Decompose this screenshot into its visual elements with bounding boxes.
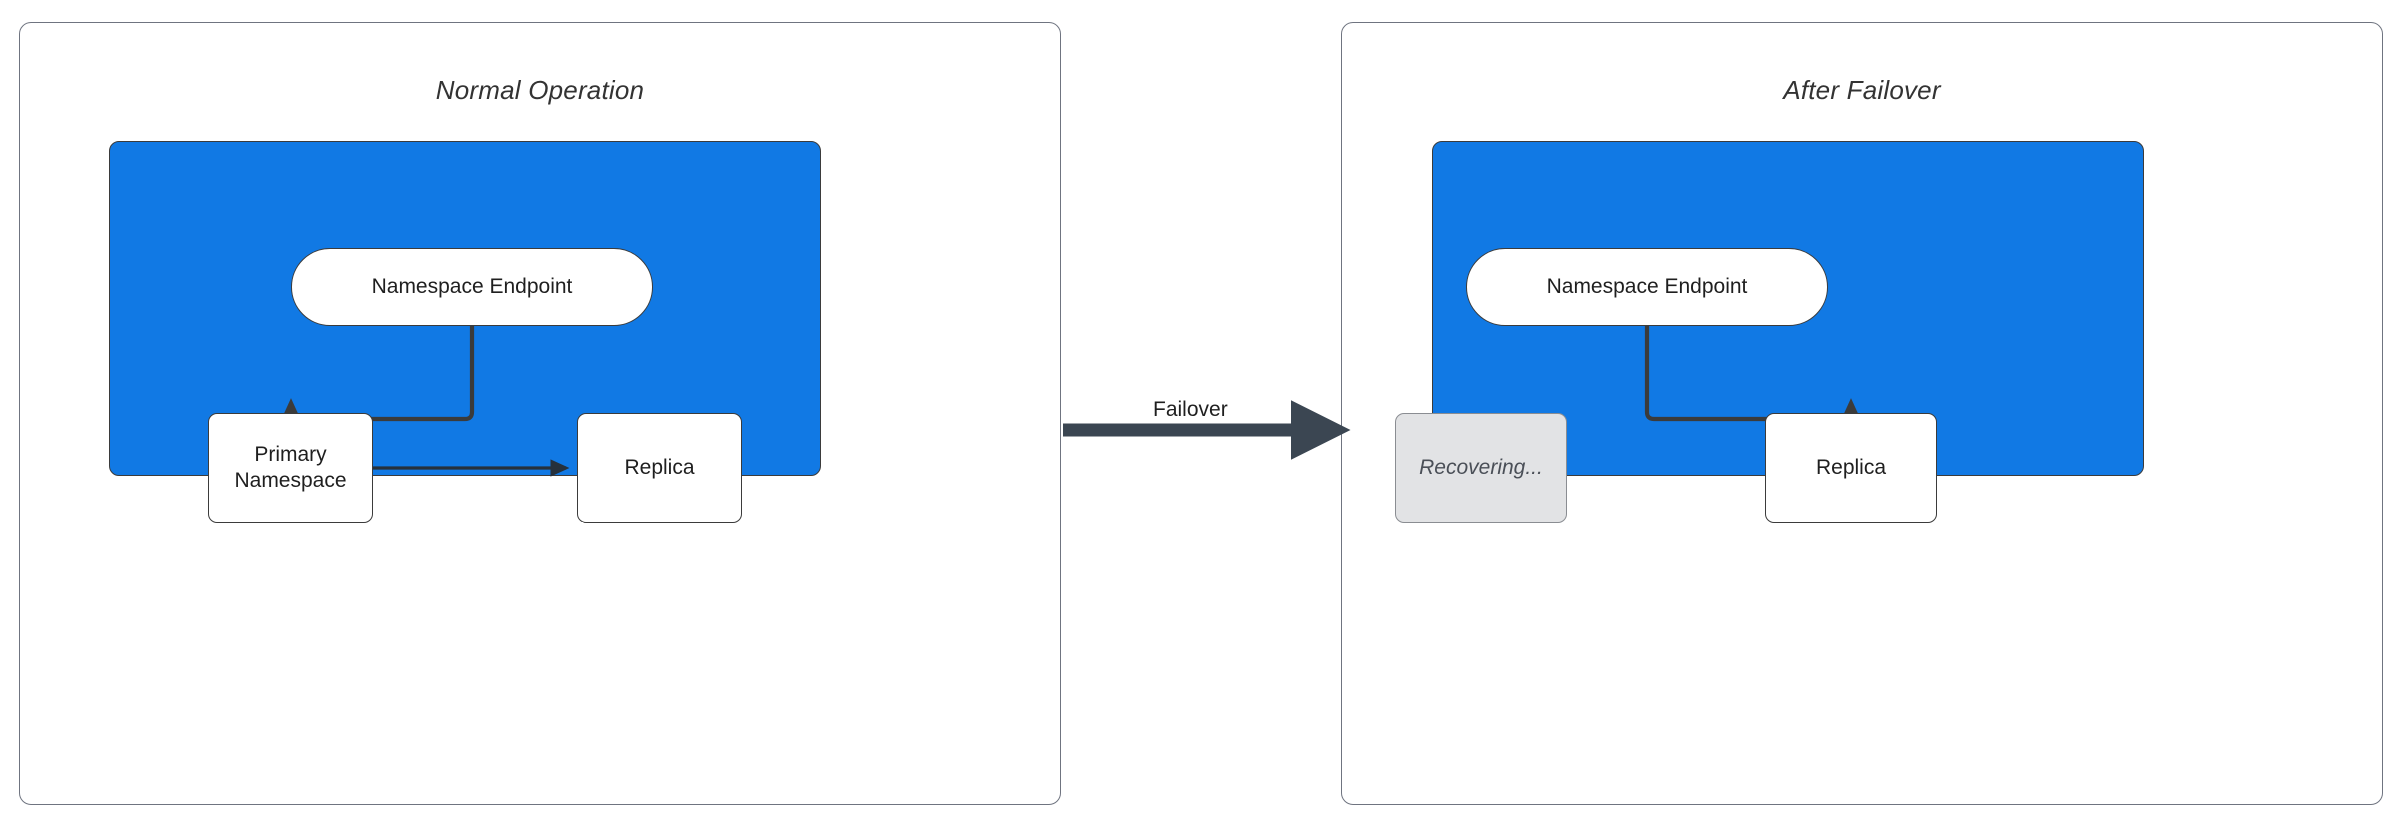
node-label: Primary Namespace: [234, 442, 346, 493]
node-label: Namespace Endpoint: [1546, 275, 1748, 299]
node-label: Replica: [1815, 456, 1887, 480]
node-label: Replica: [624, 456, 695, 480]
node-replica-right[interactable]: Replica: [1765, 413, 1937, 523]
panel-title-after-failover: After Failover: [1783, 75, 1941, 105]
node-label-line1: Primary: [254, 443, 327, 467]
node-primary-namespace[interactable]: Primary Namespace: [208, 413, 373, 523]
panel-title-normal-operation: Normal Operation: [435, 75, 645, 105]
node-label: Recovering...: [1419, 456, 1543, 480]
node-label-line2: Namespace: [234, 469, 347, 492]
edge-label-failover: Failover: [1153, 398, 1228, 421]
node-namespace-endpoint-right[interactable]: Namespace Endpoint: [1466, 248, 1828, 326]
edge-label-data-replication: Data Replication: [459, 520, 608, 541]
node-namespace-endpoint-left[interactable]: Namespace Endpoint: [291, 248, 653, 326]
node-label: Namespace Endpoint: [371, 275, 573, 299]
node-recovering[interactable]: Recovering...: [1395, 413, 1567, 523]
node-replica-left[interactable]: Replica: [577, 413, 742, 523]
